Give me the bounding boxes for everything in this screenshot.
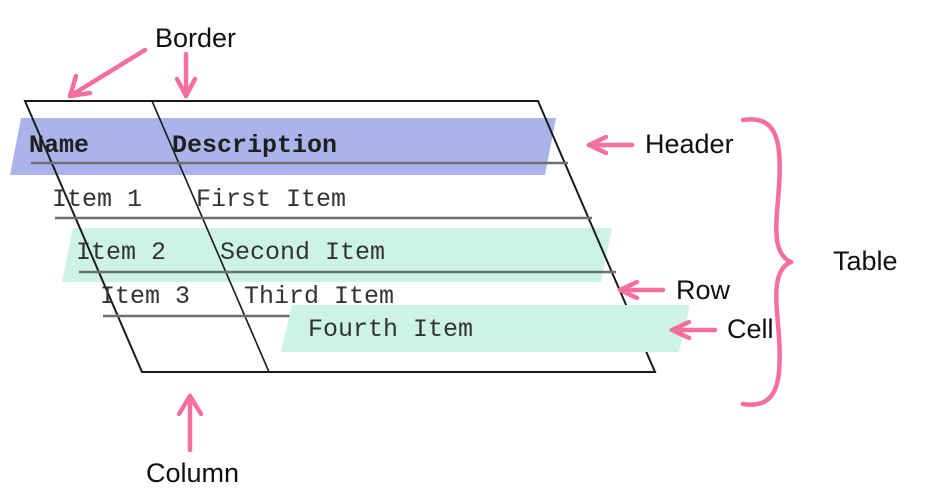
cell-arrow (669, 319, 718, 341)
annotation-label-column: Column (146, 458, 240, 488)
table-cell-description-row1: First Item (196, 185, 347, 214)
table-cell-name-row3: Item 3 (100, 282, 191, 311)
header-arrow (586, 134, 635, 156)
annotation-label-row: Row (676, 275, 731, 305)
column-divider-border (151, 100, 270, 373)
row-highlight-band-item2 (62, 228, 612, 282)
annotation-label-header: Header (645, 129, 734, 159)
border-arrow-diagonal (67, 47, 148, 99)
annotation-label-table: Table (833, 246, 898, 276)
table-header-cell-description: Description (172, 131, 338, 160)
annotation-label-border: Border (155, 23, 237, 53)
table-cell-name-row2: Item 2 (76, 238, 167, 267)
table-border-outline (23, 100, 657, 373)
table-cell-description-row3: Third Item (244, 282, 395, 311)
border-arrow-vertical (174, 51, 198, 99)
header-highlight-band (10, 118, 556, 175)
row-arrow (617, 279, 666, 301)
annotation-label-cell: Cell (727, 314, 774, 344)
table-floating-cell-text: Fourth Item (308, 315, 474, 344)
table-header-cell-name: Name (29, 131, 90, 160)
table-brace (740, 117, 794, 407)
table-cell-description-row2: Second Item (220, 238, 386, 267)
table-cell-name-row1: Item 1 (52, 185, 143, 214)
column-arrow (176, 393, 204, 453)
floating-cell-highlight (281, 305, 690, 352)
